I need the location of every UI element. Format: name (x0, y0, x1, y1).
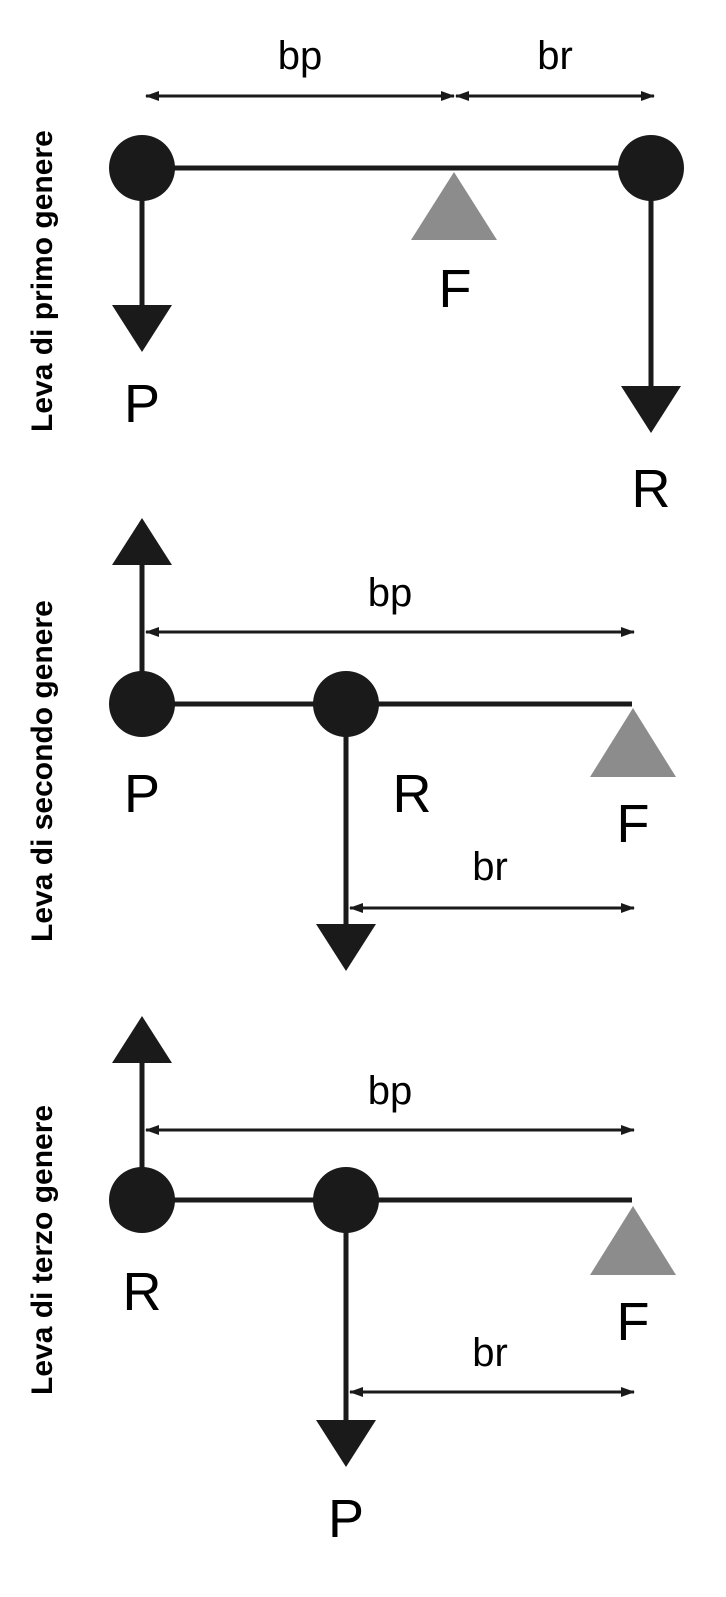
resistance-arm-label: br (472, 845, 508, 889)
effort-arrowhead (112, 305, 172, 352)
fulcrum-label: F (439, 259, 472, 319)
lever-third-class-title: Leva di terzo genere (26, 1105, 59, 1395)
resistance-arm-label: br (537, 34, 573, 78)
effort-arm-label: bp (368, 571, 413, 615)
lever-first-class: Leva di primo genere bp br F P R (26, 34, 684, 519)
effort-arrowhead (112, 518, 172, 565)
fulcrum-triangle (590, 708, 676, 777)
fulcrum-label: F (617, 794, 650, 854)
effort-label: P (328, 1489, 364, 1549)
lever-first-class-title: Leva di primo genere (26, 130, 59, 432)
resistance-label: R (393, 764, 432, 824)
lever-third-class: Leva di terzo genere bp F R P br (26, 1016, 676, 1549)
resistance-arm-label: br (472, 1331, 508, 1375)
resistance-point (109, 1167, 175, 1233)
lever-second-class-title: Leva di secondo genere (26, 600, 59, 942)
resistance-arrowhead (621, 386, 681, 433)
effort-arrowhead (316, 1420, 376, 1467)
resistance-arrowhead (316, 924, 376, 971)
effort-point (109, 671, 175, 737)
effort-label: P (124, 764, 160, 824)
effort-label: P (124, 374, 160, 434)
resistance-label: R (123, 1262, 162, 1322)
fulcrum-triangle (590, 1206, 676, 1275)
lever-second-class: Leva di secondo genere bp F P R br (26, 518, 676, 971)
effort-arm-label: bp (278, 34, 323, 78)
resistance-arrowhead (112, 1016, 172, 1063)
resistance-label: R (632, 459, 671, 519)
fulcrum-label: F (617, 1292, 650, 1352)
effort-arm-label: bp (368, 1069, 413, 1113)
fulcrum-triangle (411, 172, 497, 240)
